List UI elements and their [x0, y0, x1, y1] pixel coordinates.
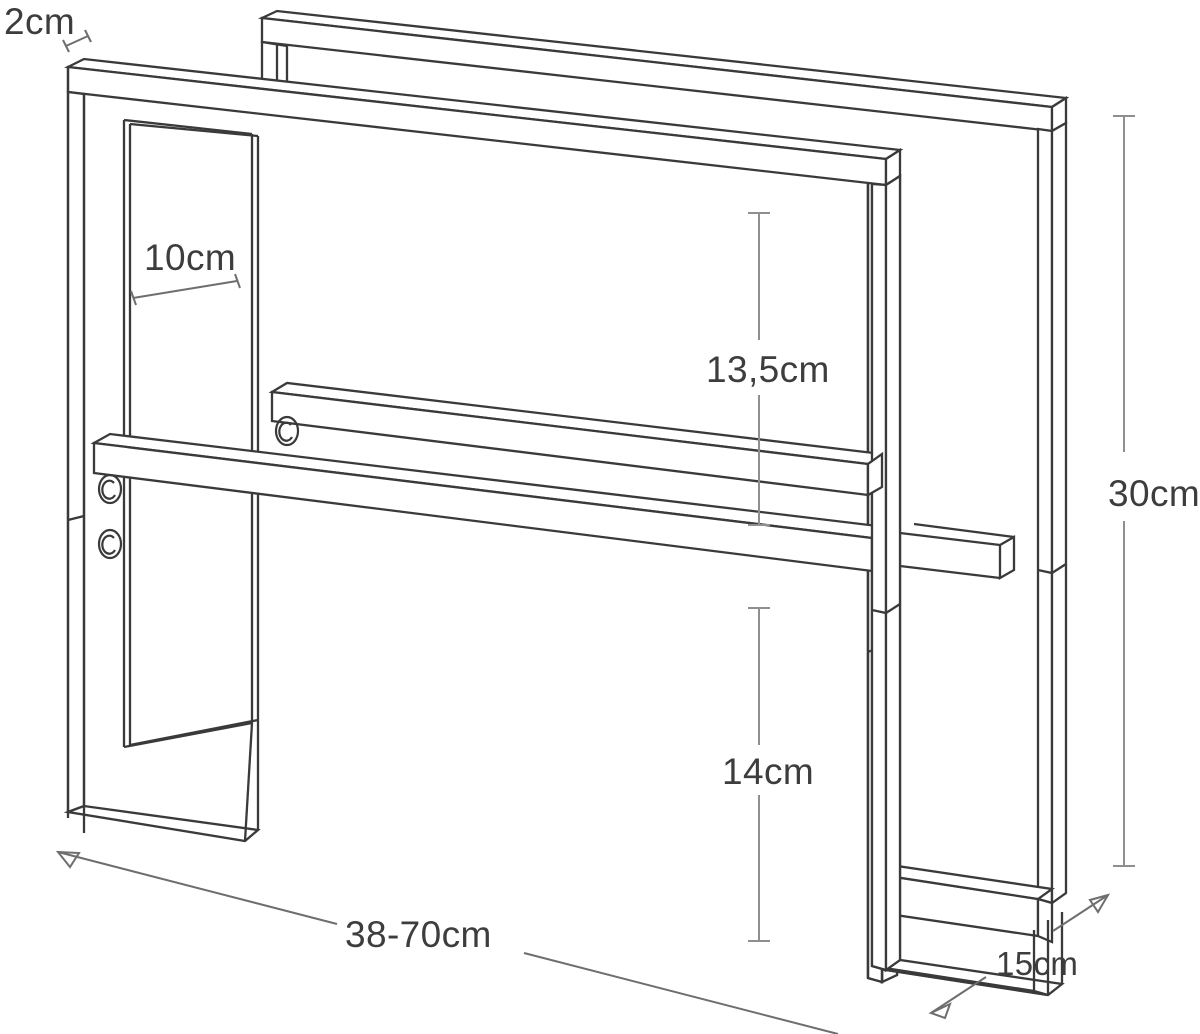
dimension-arrow-15cm-start: [928, 1002, 952, 1020]
lower-shelf-far-end-cap: [998, 535, 1016, 580]
dimension-label-3870cm: 38-70cm: [345, 914, 492, 955]
front-left-inner-top: [123, 118, 253, 136]
dimension-upper-shelf-gap: 13,5cm: [706, 212, 830, 526]
rear-right-post-joint: [1037, 563, 1067, 575]
dimension-left-inner-width: 10cm: [130, 237, 241, 306]
dimension-depth-top: 2cm: [4, 1, 92, 53]
dimension-lower-shelf-gap: 14cm: [722, 607, 814, 942]
lower-shelf-far-top-edge: [899, 531, 1001, 547]
front-left-post-joint: [67, 514, 85, 522]
screw-slot-icon-left-lower: [101, 534, 116, 555]
dimension-line-2cm: [65, 35, 89, 47]
dimension-total-width: 38-70cm: [55, 850, 839, 1034]
rear-right-post-front-face: [1036, 127, 1054, 905]
dimension-label-135cm: 13,5cm: [706, 349, 830, 390]
dimension-line-15cm-upper: [1052, 894, 1109, 932]
screw-hole-icon-mid: [274, 415, 300, 447]
front-right-post-overlay-side: [884, 173, 902, 973]
dimension-tick-10cm-end: [234, 273, 241, 289]
dimension-arrow-15cm-end: [1088, 893, 1111, 914]
dimension-label-14cm: 14cm: [722, 751, 814, 792]
dimension-arrow-3870cm-left: [55, 850, 81, 869]
dimension-total-height: 30cm: [1108, 115, 1200, 867]
lower-shelf-far-back-edge: [913, 522, 1015, 539]
dimension-line-3870cm-left: [57, 851, 338, 925]
upper-shelf-post-cap: [866, 451, 884, 497]
front-left-post-front-face: [66, 90, 86, 814]
dimension-label-10cm: 10cm: [144, 237, 236, 278]
screw-hole-icon-left-upper: [97, 473, 123, 505]
dimension-total-depth: 15cm: [928, 893, 1111, 1020]
dimension-label-30cm: 30cm: [1108, 473, 1200, 514]
dimension-line-15cm-lower: [930, 976, 987, 1014]
lower-shelf-far-bottom-edge: [899, 564, 1001, 580]
dimension-line-3870cm-right: [523, 952, 839, 1034]
front-left-inner-bottom-2: [129, 718, 259, 747]
dimension-tick-10cm-start: [130, 290, 137, 306]
fastener-group-left-post: [97, 473, 123, 560]
screw-slot-icon-left-upper: [101, 479, 116, 500]
dimension-tick-2cm-start: [62, 39, 70, 53]
rear-right-foot-cap: [1036, 897, 1054, 944]
front-left-foot-right-edge-2: [243, 722, 254, 842]
front-right-post-overlay-joint: [871, 603, 901, 615]
front-right-post-overlay-face: [870, 182, 888, 972]
dimension-tick-2cm-end: [84, 29, 92, 43]
front-right-post-overlay: [870, 173, 902, 973]
dimension-label-2cm: 2cm: [4, 1, 75, 42]
screw-slot-icon-mid: [278, 421, 293, 442]
dimension-label-15cm: 15cm: [996, 945, 1078, 982]
rear-right-post-side-face: [1050, 121, 1068, 906]
dimension-line-10cm: [132, 280, 238, 299]
front-left-inner-top-2: [129, 122, 259, 138]
fastener-group-mid-post: [274, 415, 300, 447]
screw-hole-icon-left-lower: [97, 528, 123, 560]
